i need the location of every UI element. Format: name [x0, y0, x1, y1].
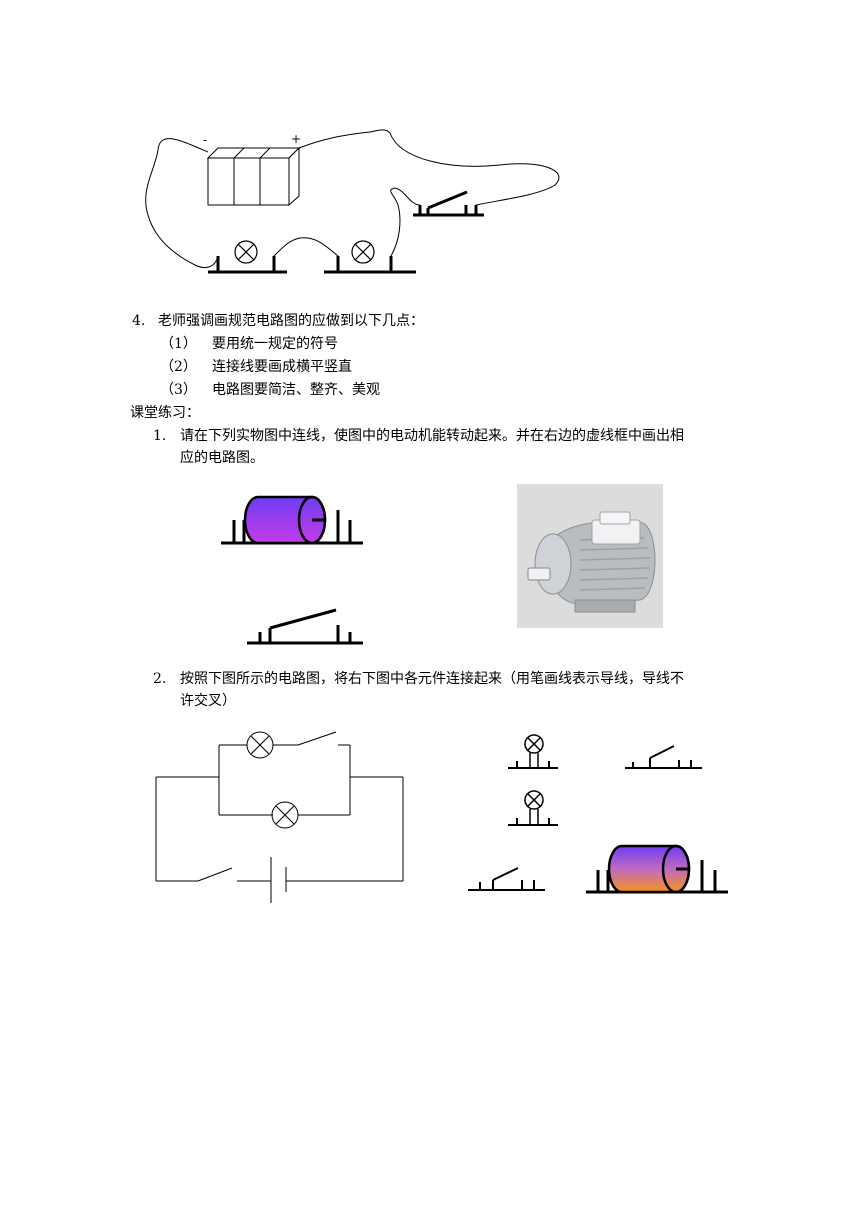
point-3-number: （3） [160, 382, 197, 398]
figure-1-circuit: - + [0, 0, 860, 300]
motor-1 [221, 495, 363, 545]
section-4-heading: 老师强调画规范电路图的应做到以下几点： [158, 313, 424, 329]
point-2-text: 连接线要画成横平竖直 [212, 359, 352, 375]
small-lamp-a [508, 734, 558, 769]
q2-line-1: 按照下图所示的电路图，将右下图中各元件连接起来（用笔画线表示导线，导线不 [180, 671, 684, 687]
small-switch-b [468, 867, 545, 891]
q2-number: 2. [153, 671, 167, 687]
point-2-number: （2） [160, 359, 197, 375]
point-1-number: （1） [160, 336, 197, 352]
q1-number: 1. [153, 428, 167, 444]
motor-photo [517, 484, 663, 628]
wires [145, 129, 560, 269]
switch-1 [413, 190, 484, 217]
small-switch-a [625, 745, 702, 769]
point-3-text: 电路图要简洁、整齐、美观 [212, 382, 380, 398]
point-1-text: 要用统一规定的符号 [212, 336, 338, 352]
small-lamp-b [508, 790, 558, 826]
q1-line-2: 应的电路图。 [180, 450, 264, 466]
practice-title: 课堂练习： [130, 405, 200, 421]
battery-pack [206, 146, 301, 207]
q1-line-1: 请在下列实物图中连线，使图中的电动机能转动起来。并在右边的虚线框中画出相 [180, 428, 684, 444]
section-4-number: 4. [132, 313, 146, 329]
figure-1-drawing [145, 129, 560, 274]
q2-line-2: 许交叉） [180, 693, 236, 709]
circuit-diagram [155, 731, 404, 903]
switch-q1 [247, 608, 363, 645]
lamp-1 [208, 240, 287, 274]
battery-plus-label: + [291, 132, 302, 146]
motor-2 [586, 844, 728, 894]
battery-minus-label: - [203, 133, 208, 147]
lamp-2 [324, 240, 416, 274]
